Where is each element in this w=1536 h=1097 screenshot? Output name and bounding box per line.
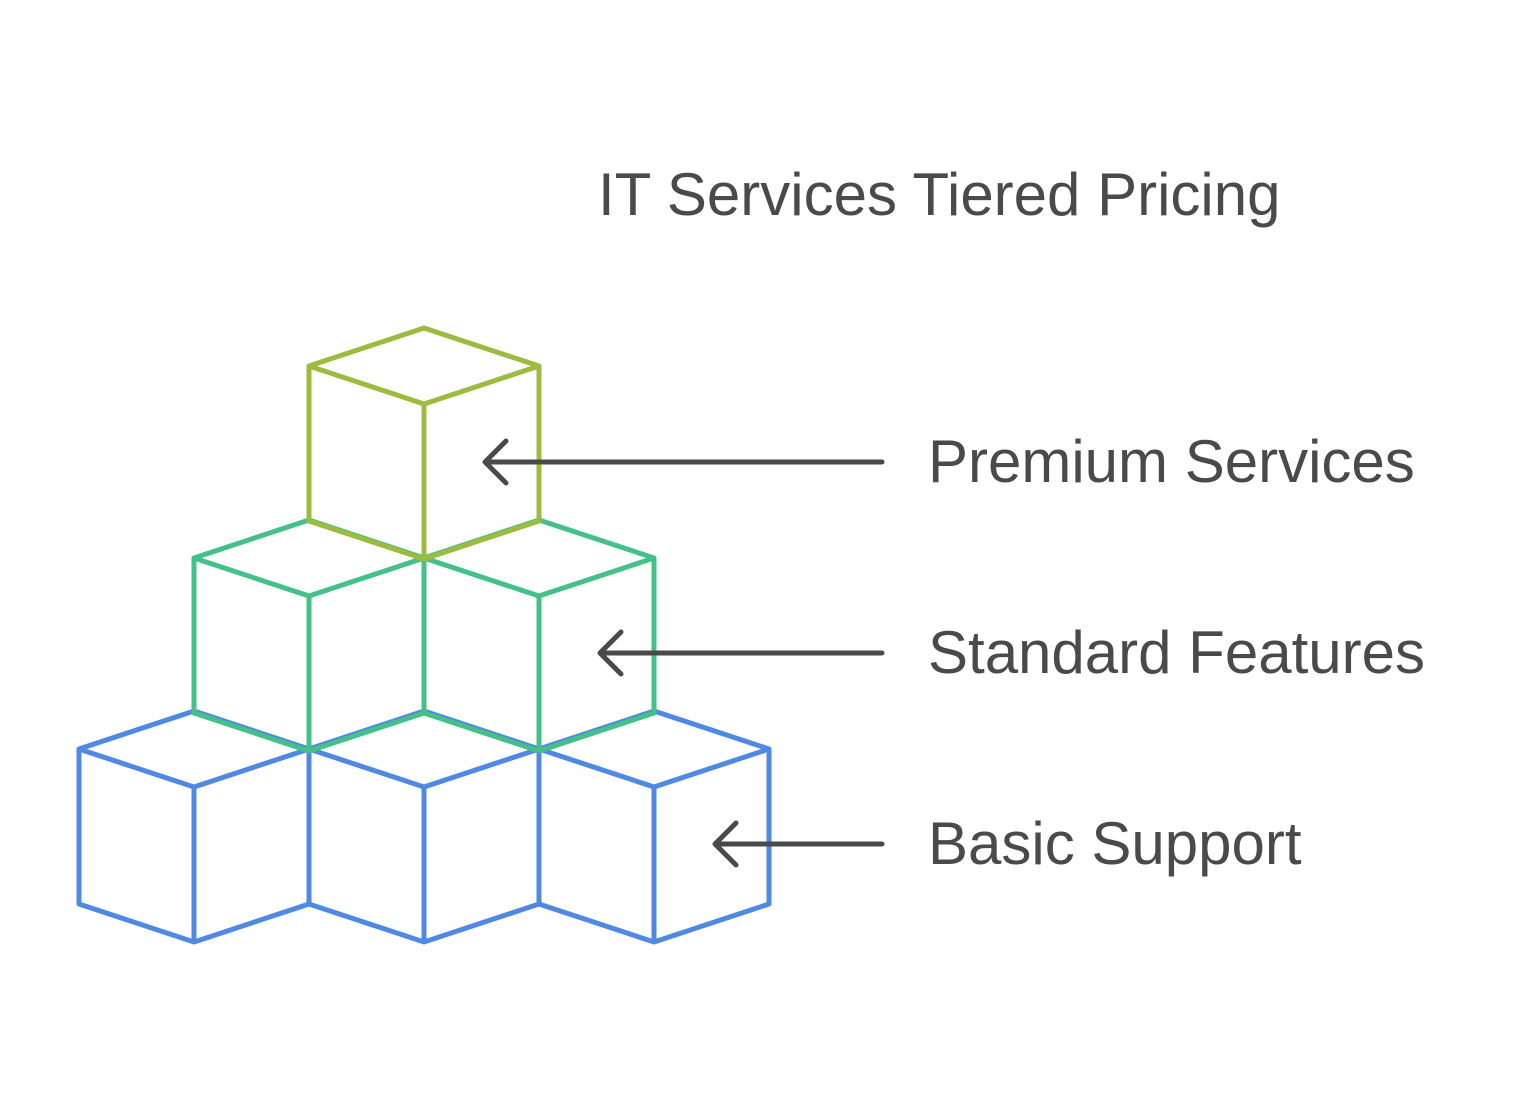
standard-arrow-icon [597,629,885,677]
basic-arrow-head [712,820,739,868]
premium-cube-outline [306,325,542,562]
standard-cube-outline [191,517,427,754]
basic-cube-outline [76,708,312,945]
premium-tier-cubes [306,325,542,562]
premium-arrow-icon [482,438,885,486]
tier-label-premium: Premium Services [928,428,1415,495]
basic-cube-outline [306,708,542,945]
basic-cube-2 [306,708,542,945]
tier-arrows [482,438,885,868]
basic-tier-cubes [76,708,772,945]
tier-label-basic: Basic Support [928,810,1302,877]
cube-pyramid [76,325,772,945]
basic-cube-1 [76,708,312,945]
standard-arrow-head [597,629,624,677]
diagram-title: IT Services Tiered Pricing [598,161,1280,228]
standard-cube-1 [191,517,427,754]
basic-arrow-icon [712,820,885,868]
tier-label-standard: Standard Features [928,619,1425,686]
premium-arrow-head [482,438,509,486]
tier-labels: Premium Services Standard Features Basic… [928,428,1425,877]
premium-cube-1 [306,325,542,562]
